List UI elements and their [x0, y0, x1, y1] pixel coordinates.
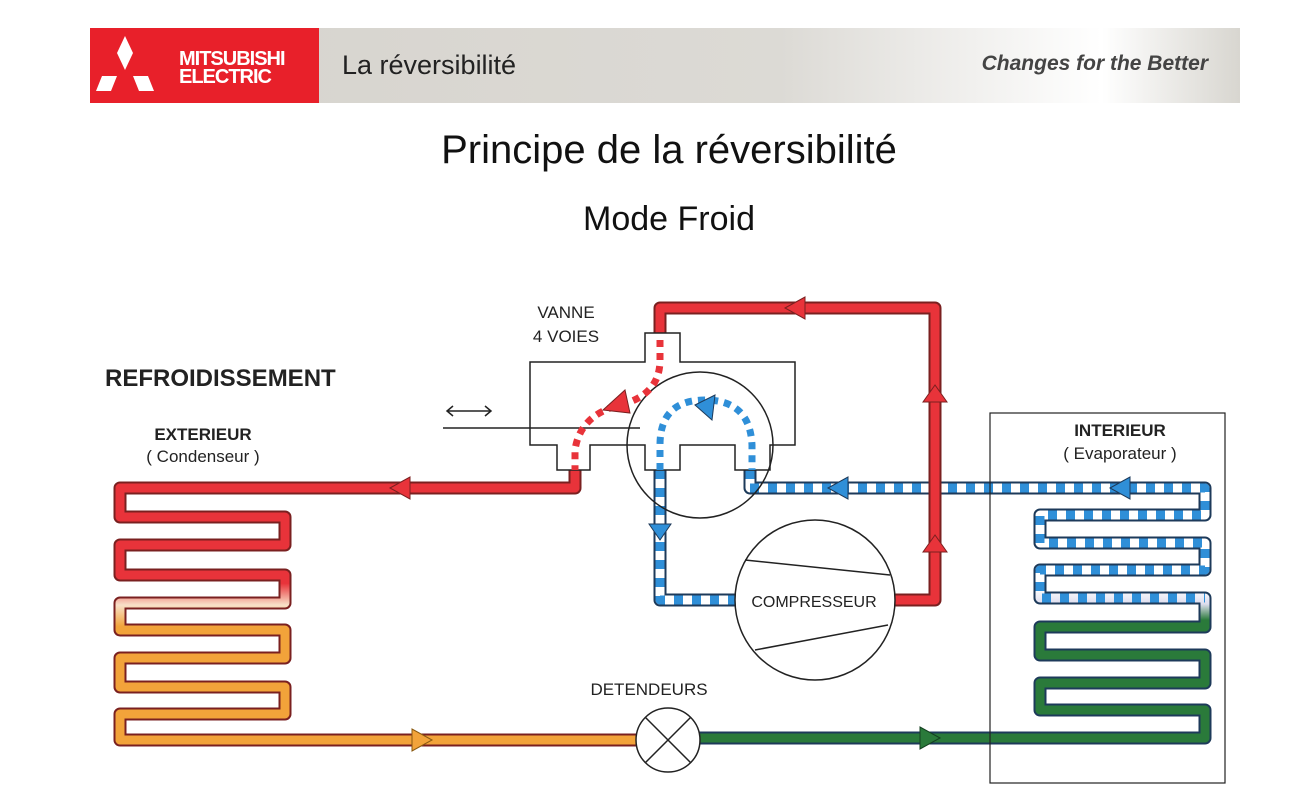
flow-arrow-left-icon	[1108, 476, 1131, 500]
blue-valve-arrow-icon	[694, 394, 716, 422]
exterior-coil	[113, 463, 643, 747]
mode-label: REFROIDISSEMENT	[105, 365, 336, 392]
flow-arrow-left-icon	[783, 296, 806, 320]
flow-arrow-left-icon	[388, 476, 411, 500]
double-arrow-icon	[445, 405, 493, 417]
interior-coil	[693, 463, 1212, 745]
suction-line	[653, 463, 747, 607]
valve-label: VANNE	[537, 303, 594, 322]
three-diamonds-icon	[96, 36, 154, 91]
interior-label: INTERIEUR	[1074, 421, 1166, 440]
flow-arrow-right-icon	[919, 726, 942, 750]
flow-arrow-up-icon	[922, 534, 948, 553]
expansion-valve-icon	[635, 707, 701, 773]
brand-line-1: MITSUBISHI	[179, 48, 286, 70]
tagline: Changes for the Better	[981, 52, 1208, 75]
slide-title: Principe de la réversibilité	[441, 128, 897, 172]
exterior-label: EXTERIEUR	[154, 425, 251, 444]
interior-unit-frame	[989, 412, 1226, 784]
discharge-line	[653, 301, 942, 607]
brand-line-2: ELECTRIC	[179, 66, 272, 88]
flow-arrow-left-icon	[826, 476, 849, 500]
section-title: La réversibilité	[342, 50, 517, 80]
valve-label: 4 VOIES	[533, 327, 599, 346]
red-valve-arrow-icon	[601, 389, 631, 414]
exterior-sublabel: ( Condenseur )	[146, 447, 259, 466]
interior-sublabel: ( Evaporateur )	[1063, 444, 1176, 463]
slide-subtitle: Mode Froid	[583, 200, 755, 238]
flow-arrow-right-icon	[411, 728, 434, 752]
flow-arrow-up-icon	[922, 384, 948, 403]
flow-arrow-down-icon	[648, 523, 672, 541]
four-way-valve	[443, 332, 796, 519]
compressor-label: COMPRESSEUR	[751, 594, 876, 611]
expansion-label: DETENDEURS	[590, 680, 707, 699]
